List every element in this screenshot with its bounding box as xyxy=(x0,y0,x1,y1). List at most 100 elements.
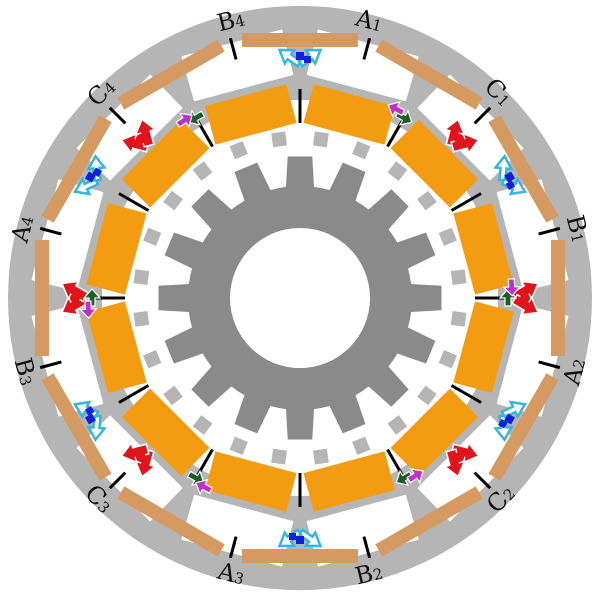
rotor-gear xyxy=(158,156,442,440)
red-flux-arrows xyxy=(511,280,540,316)
stator-tooth xyxy=(313,131,329,148)
phase-number: 4 xyxy=(18,214,38,228)
stator-tooth xyxy=(229,141,248,160)
phase-number: 1 xyxy=(567,231,587,245)
outer-winding-bar xyxy=(488,115,559,223)
stator-tooth xyxy=(417,385,437,406)
flux-arrows xyxy=(60,48,540,548)
phase-number: 3 xyxy=(232,569,246,589)
phase-label-b4: B4 xyxy=(214,3,247,37)
winding-joint xyxy=(228,37,238,60)
stator-tooth xyxy=(133,269,150,285)
coil-joint xyxy=(450,384,482,404)
cyan-flux-arrows xyxy=(277,528,323,548)
inner-coil-block xyxy=(390,119,479,208)
stator-tooth xyxy=(163,190,183,211)
phase-letter: B xyxy=(352,559,376,590)
red-flux-arrows xyxy=(120,441,157,478)
inner-coils xyxy=(86,84,514,512)
winding-joint xyxy=(108,471,127,490)
outer-winding-bar xyxy=(375,486,483,557)
cyan-flux-arrows xyxy=(493,154,528,196)
magenta-flux-arrow xyxy=(194,478,214,496)
phase-label-a4: A4 xyxy=(5,212,39,246)
stator-tooth xyxy=(143,227,162,246)
outer-winding-bar xyxy=(375,39,483,110)
stator-tooth xyxy=(192,415,213,435)
stator-tooth xyxy=(163,385,183,406)
red-flux-arrows xyxy=(120,118,157,155)
inner-coil-block xyxy=(205,84,297,145)
stator-tooth xyxy=(229,436,248,455)
stator-tooth xyxy=(133,311,150,327)
green-flux-arrow xyxy=(395,469,414,486)
winding-joint xyxy=(108,106,127,125)
cyan-flux-arrows xyxy=(72,400,107,442)
gear-rotor xyxy=(158,156,442,440)
phase-number: 2 xyxy=(570,357,590,371)
stator-tooth xyxy=(313,448,329,465)
outer-winding-bar xyxy=(41,373,112,481)
winding-joint xyxy=(228,536,238,559)
phase-number: 1 xyxy=(370,16,384,36)
phase-number: 4 xyxy=(233,11,247,31)
outer-winding-bar xyxy=(242,549,358,563)
cyan-flux-arrows xyxy=(277,48,323,68)
phase-label-b1: B1 xyxy=(561,212,595,245)
phase-number: 2 xyxy=(371,564,385,584)
inner-coil-block xyxy=(303,84,395,145)
stator-inner-teeth xyxy=(133,131,467,465)
outer-winding-bar xyxy=(551,240,565,356)
red-flux-arrows xyxy=(443,118,480,155)
coil-joint xyxy=(118,384,150,404)
winding-joint xyxy=(362,536,372,559)
phase-letter: B xyxy=(214,5,238,36)
stator-tooth xyxy=(352,436,371,455)
stator-tooth xyxy=(387,415,408,435)
inner-coil-block xyxy=(86,203,147,295)
outer-winding-bar xyxy=(35,240,49,356)
stator-tooth xyxy=(271,131,287,148)
stator-tooth xyxy=(271,448,287,465)
red-flux-arrows xyxy=(60,280,89,316)
magenta-flux-arrow xyxy=(502,278,522,297)
outer-winding-bar xyxy=(242,33,358,47)
outer-winding-bar xyxy=(41,115,112,223)
magenta-flux-arrow xyxy=(78,300,98,319)
winding-joint xyxy=(39,360,62,370)
phase-number: 3 xyxy=(15,374,35,388)
outer-windings xyxy=(35,33,565,563)
winding-joint xyxy=(538,360,561,370)
inner-coil-block xyxy=(453,203,514,295)
cyan-flux-arrows xyxy=(72,154,107,196)
coil-joint xyxy=(118,192,150,212)
inner-coil-block xyxy=(86,301,147,393)
winding-joint xyxy=(473,106,492,125)
red-flux-arrows xyxy=(443,441,480,478)
inner-coil-block xyxy=(390,388,479,477)
inner-coil-block xyxy=(121,119,210,208)
outer-winding-bar xyxy=(488,373,559,481)
inner-coil-block xyxy=(121,388,210,477)
stator-tooth xyxy=(438,350,457,369)
stator-tooth xyxy=(438,227,457,246)
magenta-flux-arrow xyxy=(175,112,193,129)
phase-letter: B xyxy=(561,212,592,236)
stator-tooth xyxy=(450,311,467,327)
outer-winding-bar xyxy=(117,486,225,557)
winding-joint xyxy=(39,226,62,236)
stator-tooth xyxy=(143,350,162,369)
stator-tooth xyxy=(417,190,437,211)
inner-coil-block xyxy=(205,451,297,512)
winding-joint xyxy=(362,37,372,60)
stator-tooth xyxy=(387,161,408,181)
cyan-flux-arrows xyxy=(493,400,528,442)
coil-joint xyxy=(450,192,482,212)
magenta-flux-arrow xyxy=(406,468,424,484)
magenta-flux-arrow xyxy=(387,101,406,118)
inner-coil-block xyxy=(303,451,395,512)
phase-label-b2: B2 xyxy=(352,556,385,590)
outer-winding-bar xyxy=(117,39,225,110)
